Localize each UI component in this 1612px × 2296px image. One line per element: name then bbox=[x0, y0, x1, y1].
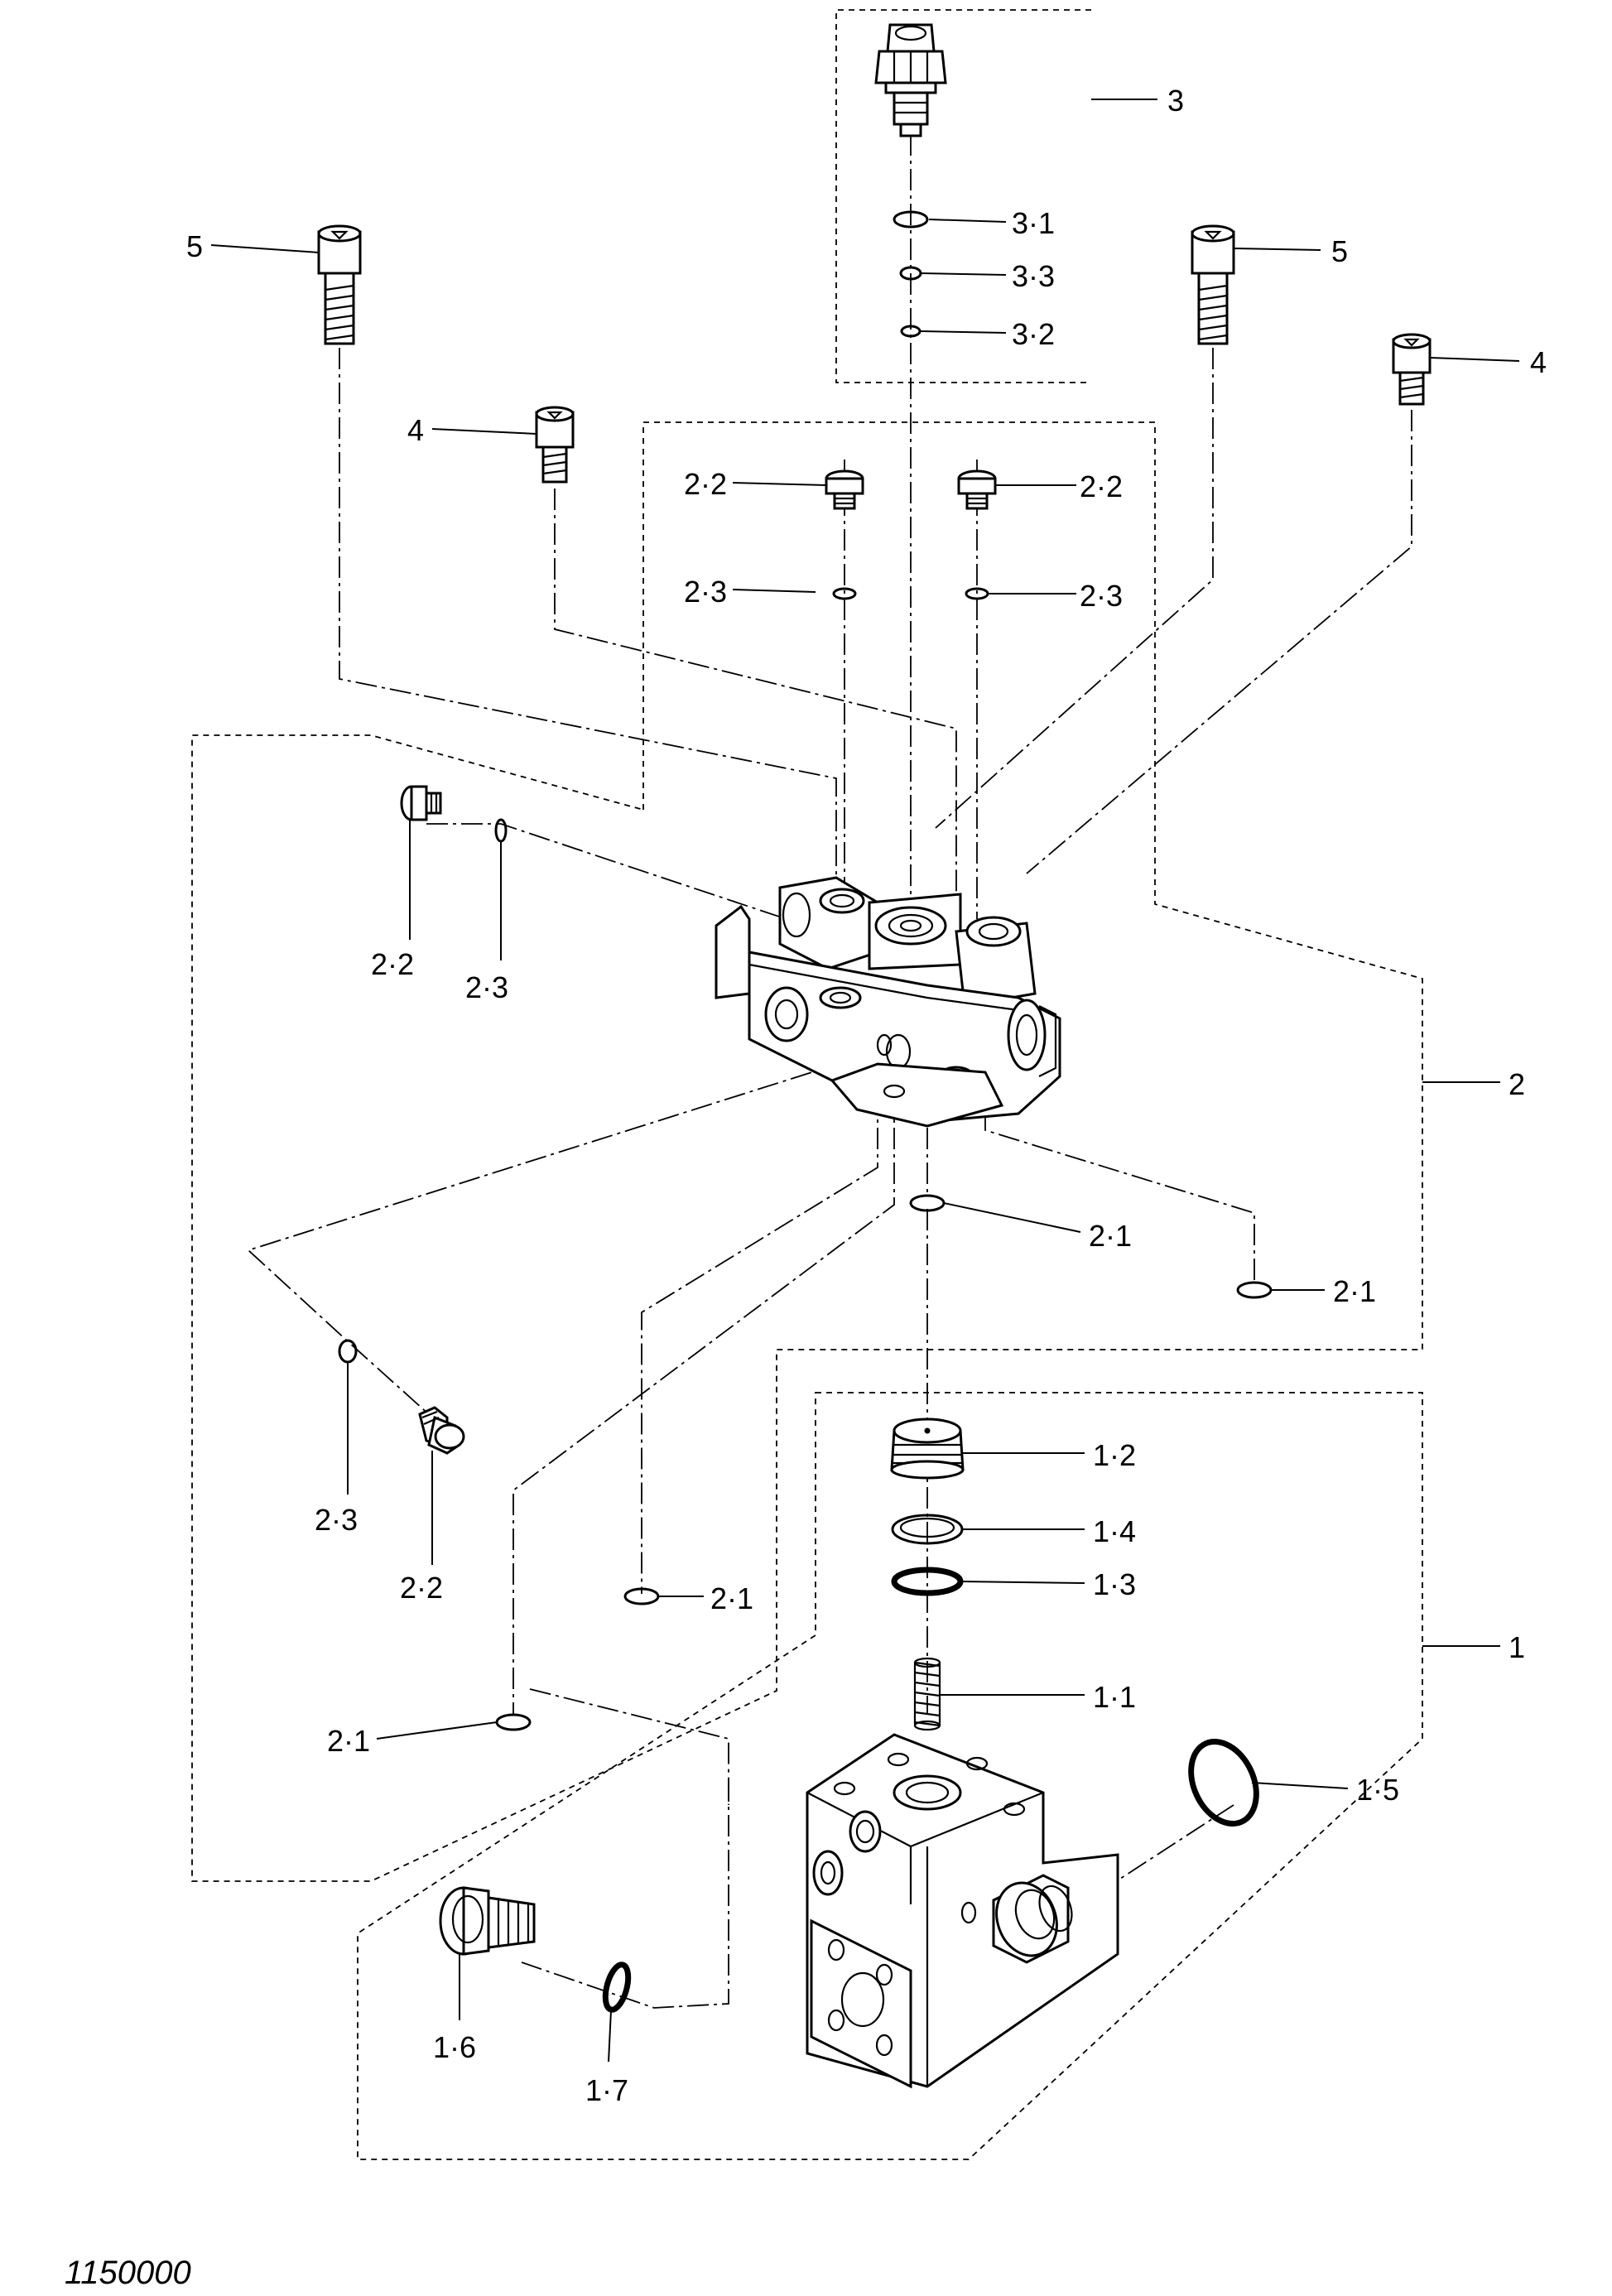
label-3: 3 bbox=[1167, 84, 1184, 118]
label-2-1-bottom: 2·1 bbox=[327, 1724, 370, 1758]
part-3-relief-valve bbox=[874, 23, 947, 137]
part-labels: 3 3·1 3·3 3·2 5 5 4 4 2·2 2·2 2·3 2·3 2·… bbox=[186, 84, 1547, 2107]
label-1-6: 1·6 bbox=[433, 2030, 476, 2064]
part-4-bolt-right bbox=[1392, 333, 1432, 406]
label-1-2: 1·2 bbox=[1093, 1438, 1136, 1472]
part-2-3-ring-side bbox=[494, 818, 508, 843]
part-1-2-piston bbox=[890, 1418, 965, 1480]
label-3-2: 3·2 bbox=[1012, 317, 1055, 351]
part-5-bolt-right bbox=[1191, 224, 1235, 345]
part-2-3-ring-low bbox=[338, 1339, 358, 1364]
label-1: 1 bbox=[1509, 1630, 1525, 1664]
part-2-3-ring-top-left bbox=[832, 587, 857, 600]
label-1-4: 1·4 bbox=[1093, 1514, 1136, 1548]
part-2-1-o-ring-right bbox=[1236, 1281, 1273, 1299]
label-4-left: 4 bbox=[407, 413, 424, 447]
part-2-2-plug-top-right bbox=[957, 469, 997, 510]
label-2-1-right: 2·1 bbox=[1333, 1274, 1376, 1308]
part-3-1-o-ring bbox=[893, 210, 929, 229]
label-2-1-low: 2·1 bbox=[710, 1581, 753, 1615]
figure-number: 1150000 bbox=[65, 2255, 191, 2291]
part-1-5-o-ring bbox=[1188, 1738, 1259, 1827]
part-3-2-o-ring bbox=[900, 325, 921, 338]
group-2-upper-boundary bbox=[191, 421, 1423, 1882]
label-3-3: 3·3 bbox=[1012, 259, 1055, 293]
label-4-right: 4 bbox=[1530, 345, 1547, 379]
part-2-2-plug-side bbox=[400, 785, 442, 821]
label-2-2-low: 2·2 bbox=[400, 1571, 443, 1605]
part-2-2-plug-low bbox=[418, 1406, 465, 1455]
part-1-1-spring bbox=[913, 1657, 941, 1731]
part-1-7-o-ring bbox=[602, 1961, 632, 2013]
label-2-2-top-right: 2·2 bbox=[1080, 469, 1123, 503]
leader-lines bbox=[210, 99, 1520, 2063]
part-2-2-plug-top-left bbox=[825, 469, 864, 510]
label-2-1-center: 2·1 bbox=[1089, 1219, 1132, 1253]
label-2-3-top-right: 2·3 bbox=[1080, 579, 1123, 613]
label-2-3-low: 2·3 bbox=[315, 1503, 358, 1537]
label-2-3-top-left: 2·3 bbox=[684, 575, 727, 609]
label-3-1: 3·1 bbox=[1012, 206, 1055, 240]
label-2: 2 bbox=[1509, 1067, 1525, 1101]
group-3-boundary bbox=[835, 9, 1091, 383]
part-2-valve-body bbox=[715, 876, 1061, 1128]
part-2-1-o-ring-center bbox=[909, 1194, 946, 1212]
label-5-right: 5 bbox=[1331, 234, 1348, 268]
part-1-cover-block bbox=[806, 1733, 1119, 2089]
label-5-left: 5 bbox=[186, 229, 203, 263]
label-2-2-side: 2·2 bbox=[371, 947, 414, 981]
part-5-bolt-left bbox=[317, 224, 362, 345]
label-2-2-top-left: 2·2 bbox=[684, 467, 727, 501]
group-1-boundary bbox=[357, 1392, 1423, 2160]
label-1-7: 1·7 bbox=[585, 2073, 628, 2107]
label-1-3: 1·3 bbox=[1093, 1567, 1136, 1601]
assembly-center-lines bbox=[247, 134, 1412, 2009]
label-1-1: 1·1 bbox=[1093, 1680, 1136, 1714]
label-1-5: 1·5 bbox=[1356, 1773, 1399, 1807]
part-2-1-o-ring-bottom bbox=[495, 1713, 532, 1731]
group-boundaries bbox=[191, 9, 1423, 2160]
label-2-3-side: 2·3 bbox=[465, 970, 508, 1004]
part-4-bolt-left bbox=[535, 406, 575, 484]
part-1-6-plug bbox=[439, 1886, 536, 1956]
